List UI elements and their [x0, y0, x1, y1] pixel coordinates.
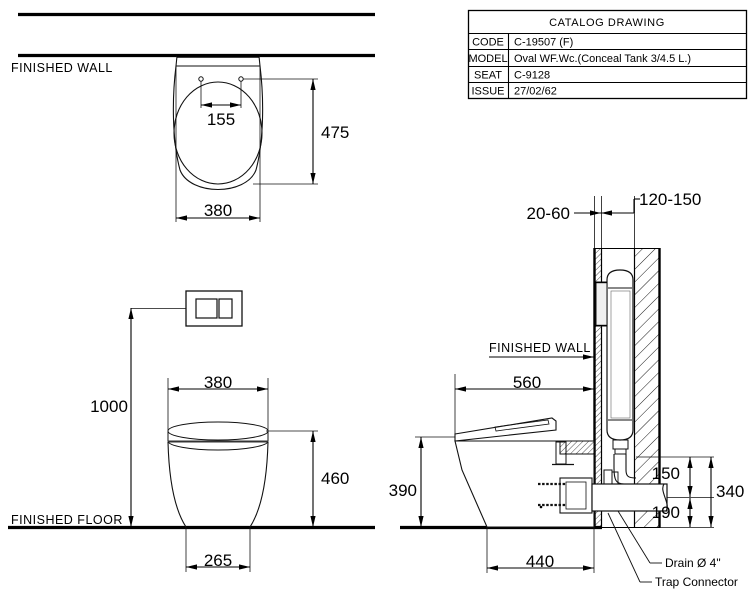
front-view-group: FINISHED FLOOR 1000 380 460 265 [8, 290, 375, 572]
flush-plate-button-small [218, 298, 233, 319]
section-dim-560: 560 [513, 373, 541, 392]
catalog-value-model: Oval WF.Wc.(Conceal Tank 3/4.5 L.) [514, 53, 691, 65]
catalog-title: CATALOG DRAWING [549, 17, 665, 29]
catalog-label-model: MODEL [468, 53, 507, 65]
front-dim-460: 460 [321, 469, 349, 488]
catalog-label-seat: SEAT [474, 70, 502, 82]
catalog-table-border [467, 9, 748, 100]
concealed-tank-body [606, 269, 634, 441]
plan-view-group: 155 475 380 FINISHED WALL [11, 12, 375, 222]
section-dim-150: 150 [652, 464, 680, 483]
trap-leader-line [607, 512, 641, 583]
trap-connector-inner [565, 481, 587, 510]
wall-finish-layer [594, 248, 602, 528]
front-dim-380: 380 [204, 373, 232, 392]
flush-elbow-pipe [613, 454, 637, 485]
section-dim-340: 340 [716, 482, 744, 501]
flush-pipe-connector [603, 469, 613, 485]
catalog-table: CATALOG DRAWING CODE C-19507 (F) MODEL O… [467, 9, 748, 100]
section-dim-120-150: 120-150 [639, 190, 701, 209]
catalog-value-code: C-19507 (F) [514, 37, 573, 49]
front-bowl-body [167, 441, 269, 528]
flush-plate-button-large [195, 298, 218, 319]
wall-structure-hatch [634, 248, 660, 528]
section-seat-inner-line [494, 419, 550, 432]
catalog-label-issue: ISSUE [471, 86, 504, 98]
front-seat-ellipse [167, 421, 269, 441]
front-dim-1000: 1000 [90, 397, 128, 416]
section-bowl-dot [539, 505, 543, 509]
plan-dim-475: 475 [321, 123, 349, 142]
tank-inner-rect [610, 290, 631, 419]
section-dim-440: 440 [526, 552, 554, 571]
section-view-group: 20-60 120-150 FINISHED WALL 560 390 440 … [389, 190, 745, 589]
front-dim-265: 265 [204, 551, 232, 570]
front-finished-floor-label: FINISHED FLOOR [11, 513, 123, 527]
drain-pipe [591, 483, 668, 512]
plan-toilet-body [172, 55, 264, 190]
section-dim-190: 190 [652, 503, 680, 522]
flush-valve-neck [612, 439, 629, 450]
plan-bowl-ellipse [173, 81, 263, 185]
section-finished-wall-label: FINISHED WALL [489, 341, 591, 355]
plan-dim-155: 155 [207, 110, 235, 129]
drain-annotation: Drain Ø 4" [665, 556, 721, 570]
catalog-value-seat: C-9128 [514, 70, 550, 82]
flush-actuator-box [595, 281, 608, 327]
catalog-value-issue: 27/02/62 [514, 86, 557, 98]
plan-fixing-hole-left [198, 76, 204, 82]
catalog-label-code: CODE [472, 37, 504, 49]
drain-leader-line [617, 510, 651, 564]
section-dim-390: 390 [389, 481, 417, 500]
section-dim-20-60: 20-60 [527, 204, 570, 223]
plan-fixing-hole-right [238, 76, 244, 82]
trap-annotation: Trap Connector [655, 575, 738, 589]
front-seat-band [167, 431, 269, 451]
flush-valve-collar [614, 448, 627, 455]
plan-dim-380: 380 [204, 201, 232, 220]
bowl-flush-socket [559, 440, 595, 455]
flush-plate-frame [185, 290, 243, 327]
drain-pipe-break [662, 483, 668, 512]
plan-finished-wall-label: FINISHED WALL [11, 61, 113, 75]
